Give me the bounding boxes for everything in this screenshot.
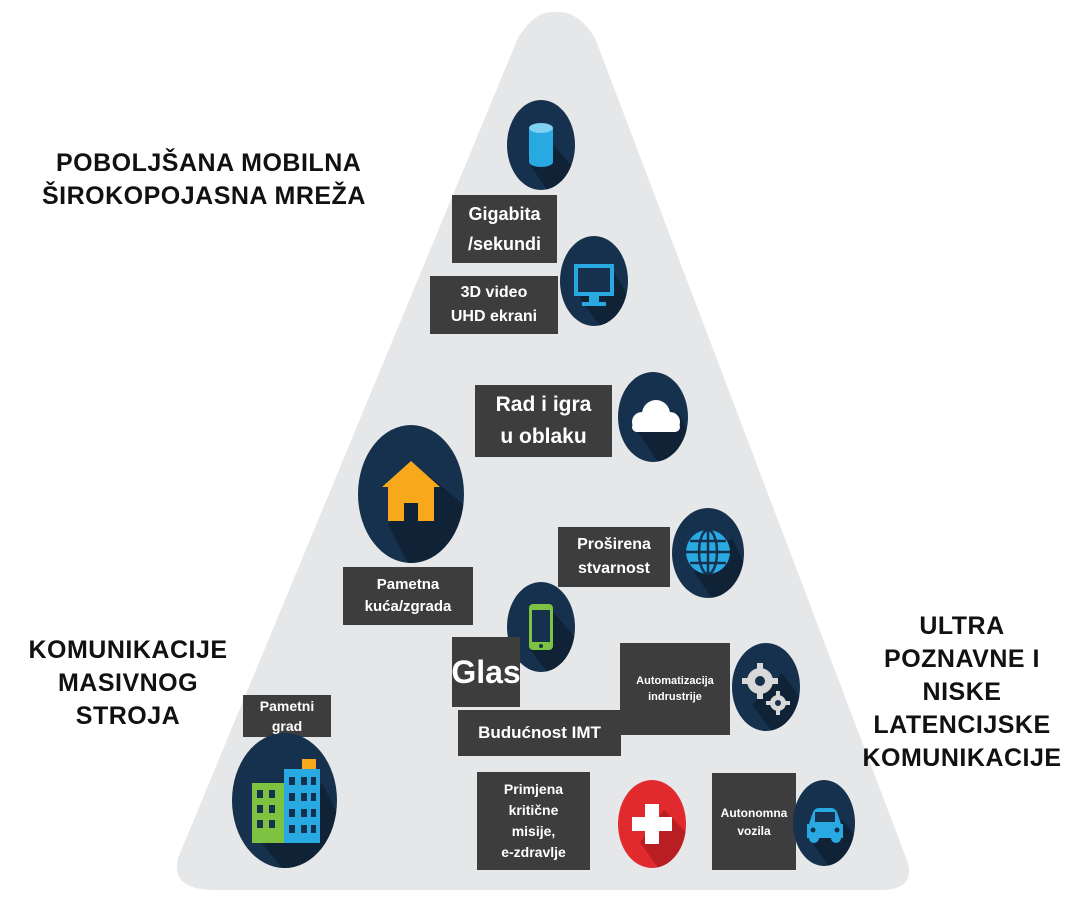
health-label: Primjena kritične misije, e-zdravlje bbox=[477, 772, 590, 870]
label-line: Primjena bbox=[503, 781, 564, 797]
label-line: Automatizacija bbox=[636, 675, 714, 687]
car-icon bbox=[793, 780, 855, 866]
urllc-heading-line: ULTRA bbox=[919, 612, 1005, 640]
urllc-heading-line: LATENCIJSKE bbox=[873, 711, 1051, 739]
label-line: 3D video bbox=[460, 284, 528, 301]
label-line: Glas bbox=[451, 654, 521, 690]
urllc-heading-line: KOMUNIKACIJE bbox=[862, 744, 1062, 772]
vehicles-label: Autonomna vozila bbox=[712, 773, 796, 870]
label-line: Pametna bbox=[376, 576, 440, 593]
embb-heading-line: ŠIROKOPOJASNA MREŽA bbox=[42, 182, 366, 210]
mmtc-heading-line: STROJA bbox=[75, 702, 181, 730]
database-icon bbox=[507, 100, 575, 190]
label-line: /sekundi bbox=[467, 234, 542, 254]
globe-icon bbox=[672, 508, 744, 598]
mmtc-heading: KOMUNIKACIJE MASIVNOG STROJA bbox=[8, 634, 248, 733]
label-line: UHD ekrani bbox=[450, 308, 538, 325]
cloud-label: Rad i igra u oblaku bbox=[475, 385, 612, 457]
label-line: u oblaku bbox=[500, 425, 587, 448]
label-line: kuća/zgrada bbox=[364, 598, 452, 615]
label-line: stvarnost bbox=[577, 560, 651, 577]
gigabit-label: Gigabita /sekundi bbox=[452, 195, 557, 263]
future-imt-label: Budućnost IMT bbox=[458, 710, 621, 756]
embb-heading: POBOLJŠANA MOBILNA ŠIROKOPOJASNA MREŽA bbox=[42, 147, 366, 213]
label-line: e-zdravlje bbox=[501, 844, 566, 860]
label-line: grad bbox=[271, 718, 303, 734]
smartphone-icon bbox=[507, 582, 575, 672]
monitor-icon bbox=[560, 236, 628, 326]
label-line: Budućnost IMT bbox=[478, 723, 601, 742]
label-line: Autonomna bbox=[720, 805, 788, 820]
house-icon bbox=[358, 425, 464, 563]
buildings-icon bbox=[232, 733, 337, 868]
city-label: Pametni grad bbox=[243, 695, 331, 737]
video-label: 3D video UHD ekrani bbox=[430, 276, 558, 334]
label-line: indrustrije bbox=[648, 691, 702, 703]
label-line: Gigabita bbox=[468, 204, 541, 224]
urllc-heading: ULTRA POZNAVNE I NISKE LATENCIJSKE KOMUN… bbox=[844, 610, 1080, 775]
voice-label: Glas bbox=[451, 637, 521, 707]
label-line: Rad i igra bbox=[495, 393, 592, 416]
home-label: Pametna kuća/zgrada bbox=[343, 567, 473, 625]
gears-icon bbox=[732, 643, 800, 731]
label-line: misije, bbox=[511, 823, 556, 839]
medical-cross-icon bbox=[618, 780, 686, 868]
urllc-heading-line: NISKE bbox=[922, 678, 1002, 706]
mmtc-heading-line: KOMUNIKACIJE bbox=[28, 636, 228, 664]
industry-label: Automatizacija indrustrije bbox=[620, 643, 730, 735]
mmtc-heading-line: MASIVNOG bbox=[57, 669, 199, 697]
ar-label: Proširena stvarnost bbox=[558, 527, 670, 587]
label-line: Proširena bbox=[577, 536, 651, 553]
urllc-heading-line: POZNAVNE I bbox=[884, 645, 1040, 673]
label-line: Pametni bbox=[259, 698, 315, 714]
embb-heading-line: POBOLJŠANA MOBILNA bbox=[56, 149, 362, 177]
label-line: kritične bbox=[508, 802, 559, 818]
cloud-icon bbox=[618, 372, 688, 462]
label-line: vozila bbox=[737, 823, 771, 838]
